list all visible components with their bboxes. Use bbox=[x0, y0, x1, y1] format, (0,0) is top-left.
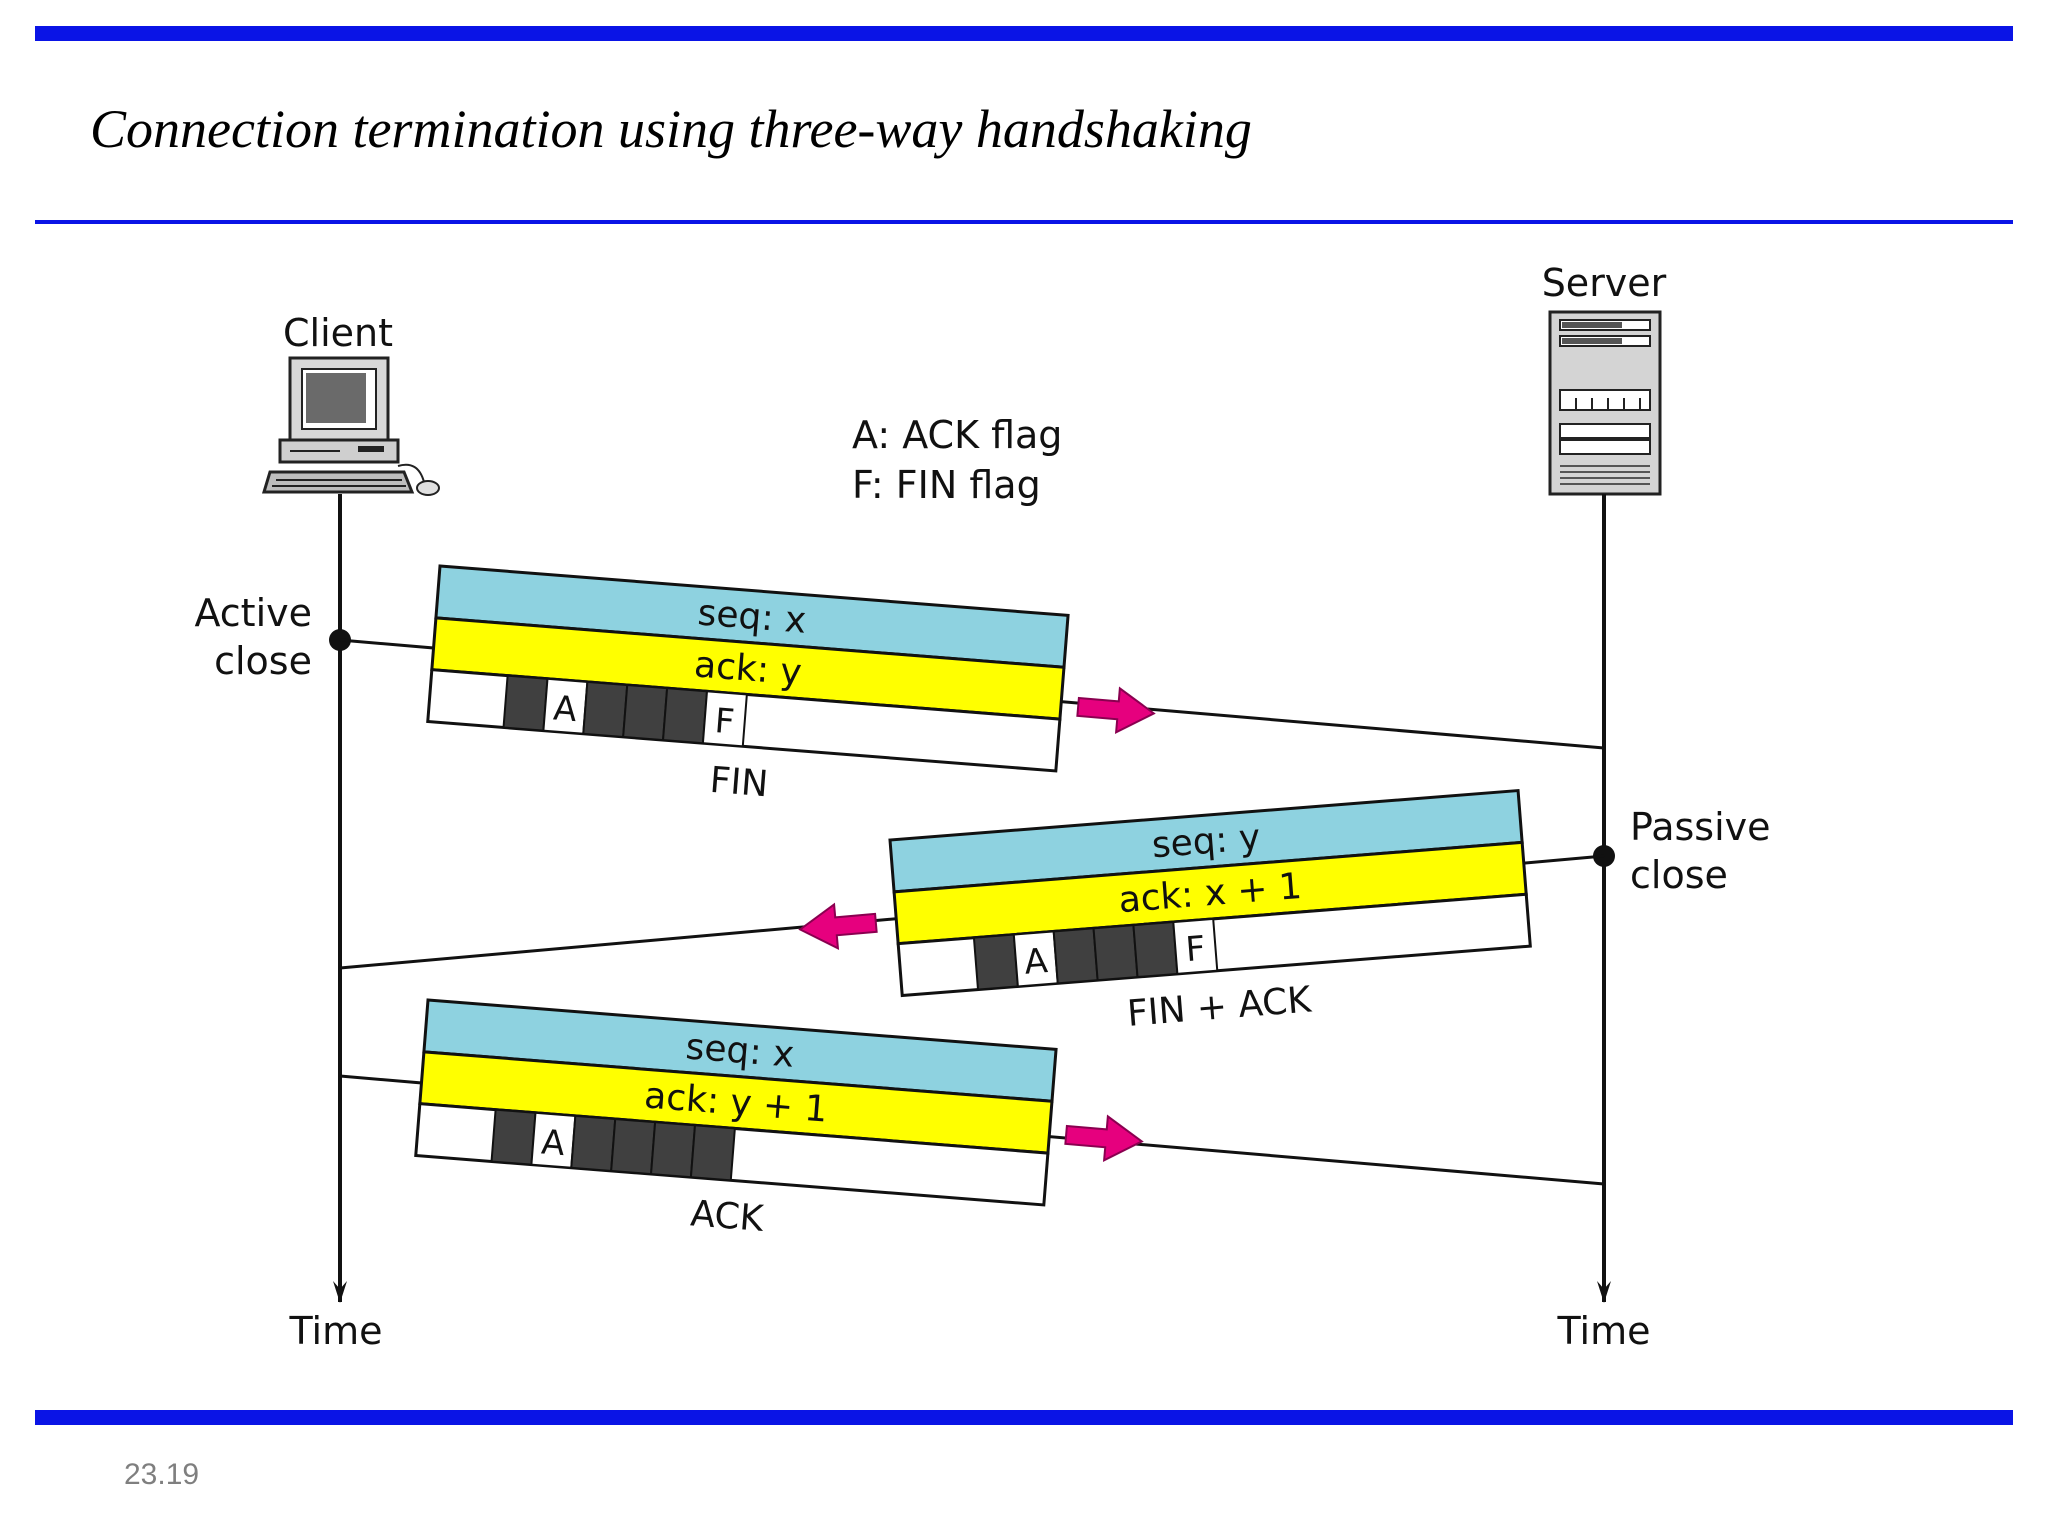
client-label: Client bbox=[283, 311, 393, 355]
fin-ack-seq: seq: y bbox=[1150, 817, 1262, 866]
bottom-rule bbox=[35, 1410, 2013, 1425]
time-label-right: Time bbox=[1557, 1309, 1651, 1353]
fin-segment: seq: x ack: y A F FIN bbox=[426, 564, 1070, 805]
desktop-computer-icon bbox=[261, 356, 440, 496]
ack-caption: ACK bbox=[689, 1193, 766, 1240]
top-rule bbox=[35, 26, 2013, 41]
fin-direction-arrow bbox=[1076, 686, 1156, 734]
fin-ack-segment: seq: y ack: x + 1 A F FIN + ACK bbox=[888, 788, 1532, 1035]
fin-flag-a: A bbox=[552, 688, 578, 730]
fin-ack: ack: y bbox=[693, 644, 803, 693]
time-label-left: Time bbox=[289, 1309, 383, 1353]
active-close-line2: close bbox=[214, 639, 312, 683]
ack-flag-a: A bbox=[540, 1122, 566, 1164]
ack-seq: seq: x bbox=[684, 1026, 796, 1075]
passive-close-line1: Passive bbox=[1630, 805, 1771, 849]
title-underline bbox=[35, 220, 2013, 224]
fin-ack-flag-a: A bbox=[1023, 941, 1049, 983]
active-close-line1: Active bbox=[194, 591, 312, 635]
fin-seq: seq: x bbox=[696, 592, 808, 641]
fin-ack-caption: FIN + ACK bbox=[1126, 979, 1314, 1034]
legend-ack: A: ACK flag bbox=[852, 413, 1062, 457]
slide-title: Connection termination using three-way h… bbox=[90, 99, 1252, 159]
server-label: Server bbox=[1542, 261, 1667, 305]
ack-segment: seq: x ack: y + 1 A ACK bbox=[414, 998, 1058, 1240]
legend-fin: F: FIN flag bbox=[852, 463, 1041, 507]
server-tower-icon bbox=[1548, 310, 1662, 496]
fin-ack-direction-arrow bbox=[798, 902, 878, 950]
fin-caption: FIN bbox=[708, 760, 769, 805]
ack-direction-arrow bbox=[1064, 1114, 1144, 1162]
passive-close-line2: close bbox=[1630, 853, 1728, 897]
fin-ack-flag-f: F bbox=[1184, 929, 1207, 970]
slide-number: 23.19 bbox=[124, 1458, 200, 1491]
fin-flag-f: F bbox=[713, 701, 736, 742]
